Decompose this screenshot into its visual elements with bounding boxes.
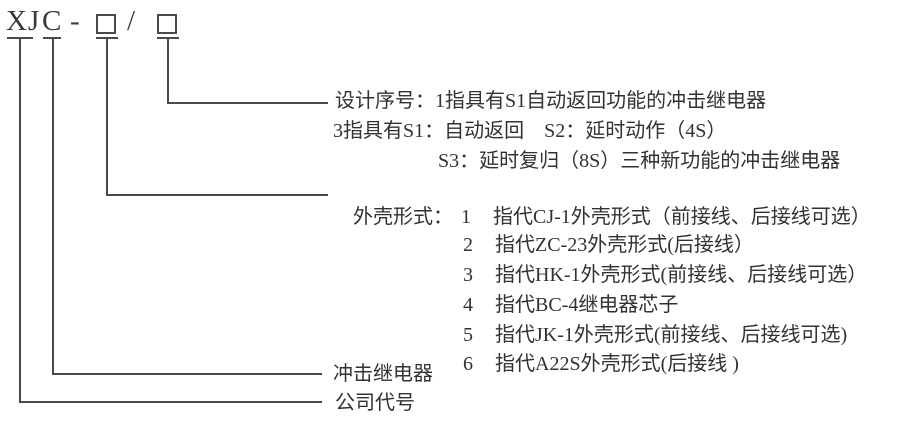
shell-type-1-num: 1 [461,206,471,228]
shell-type-6-text: 指代A22S外壳形式(后接线 ) [495,353,739,375]
shell-type-row-2: 2 指代ZC-23外壳形式(后接线） [443,212,754,278]
shell-type-5-num: 5 [463,324,473,346]
shell-type-4-text: 指代BC-4继电器芯子 [495,294,679,316]
shell-type-2-text: 指代ZC-23外壳形式(后接线） [495,234,754,256]
company-label: 公司代号 [335,392,415,414]
connector-company-horizontal [19,401,322,403]
shell-type-3-text: 指代HK-1外壳形式(前接线、后接线可选） [495,264,868,286]
code-placeholder-box-series [157,14,177,34]
shell-type-row-6: 6 指代A22S外壳形式(后接线 ) [443,331,739,397]
code-slash: / [127,5,137,37]
shell-type-row-3: 3 指代HK-1外壳形式(前接线、后接线可选） [443,242,867,308]
shell-type-row-4: 4 指代BC-4继电器芯子 [443,272,678,338]
connector-series-horizontal [167,102,328,104]
shell-type-6-num: 6 [463,353,473,375]
shell-type-1-text: 指代CJ-1外壳形式（前接线、后接线可选） [493,206,871,228]
shell-type-row-5: 5 指代JK-1外壳形式(前接线、后接线可选) [443,302,847,368]
code-placeholder-box-shell [96,14,116,34]
shell-type-3-num: 3 [463,264,473,286]
connector-product-vertical [52,37,54,375]
code-product-letter: C [42,5,63,37]
design-series-line3: S3：延时复归（8S）三种新功能的冲击继电器 [438,150,841,172]
shell-type-2-num: 2 [463,234,473,256]
connector-product-horizontal [52,373,322,375]
design-series-line1: 设计序号：1指具有S1自动返回功能的冲击继电器 [335,90,767,112]
code-company-letters: XJ [6,5,41,37]
shell-type-4-num: 4 [463,294,473,316]
shell-type-row-1: 外壳形式： 1 指代CJ-1外壳形式（前接线、后接线可选） [333,184,871,250]
connector-company-vertical [19,37,21,403]
connector-shell-horizontal [106,194,328,196]
product-label: 冲击继电器 [333,363,433,385]
shell-type-label: 外壳形式： [353,206,453,228]
design-series-line2: 3指具有S1：自动返回 S2：延时动作（4S） [333,120,727,142]
shell-type-5-text: 指代JK-1外壳形式(前接线、后接线可选) [495,324,848,346]
code-dash: - [70,5,81,37]
connector-series-vertical [167,37,169,104]
connector-shell-vertical [106,37,108,196]
